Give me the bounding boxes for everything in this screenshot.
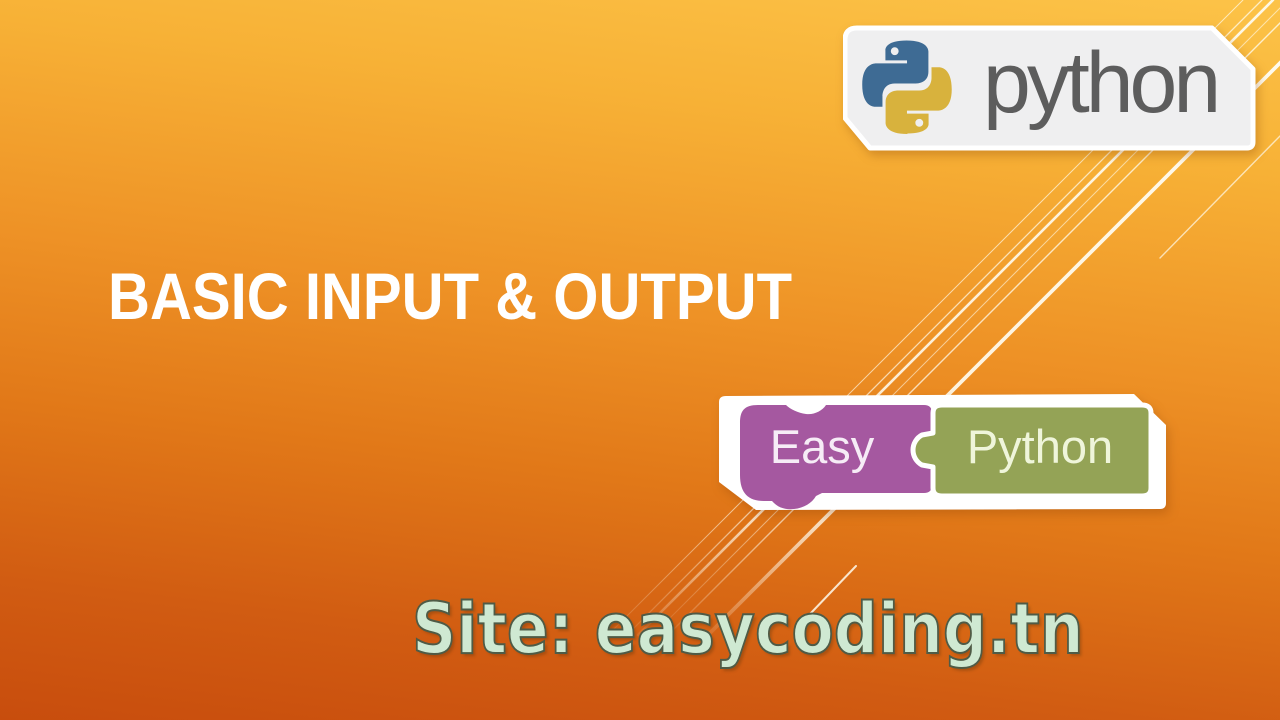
python-badge-frame bbox=[843, 25, 1256, 151]
diagonal-line bbox=[809, 565, 857, 615]
python-block bbox=[910, 402, 1154, 499]
python-logo-icon bbox=[862, 40, 952, 135]
site-caption: Site: easycoding.tn bbox=[411, 588, 1084, 670]
python-wordmark: python bbox=[983, 35, 1221, 131]
easy-python-badge: Easy Python bbox=[714, 391, 1174, 515]
easy-block bbox=[740, 405, 932, 510]
puzzle-blocks-icon bbox=[719, 394, 1166, 510]
python-badge: python bbox=[843, 25, 1257, 152]
slide-title: BASIC INPUT & OUTPUT bbox=[108, 259, 793, 333]
python-block-label: Python bbox=[966, 420, 1114, 473]
easy-block-label: Easy bbox=[769, 420, 875, 473]
diagonal-line bbox=[1159, 135, 1280, 259]
